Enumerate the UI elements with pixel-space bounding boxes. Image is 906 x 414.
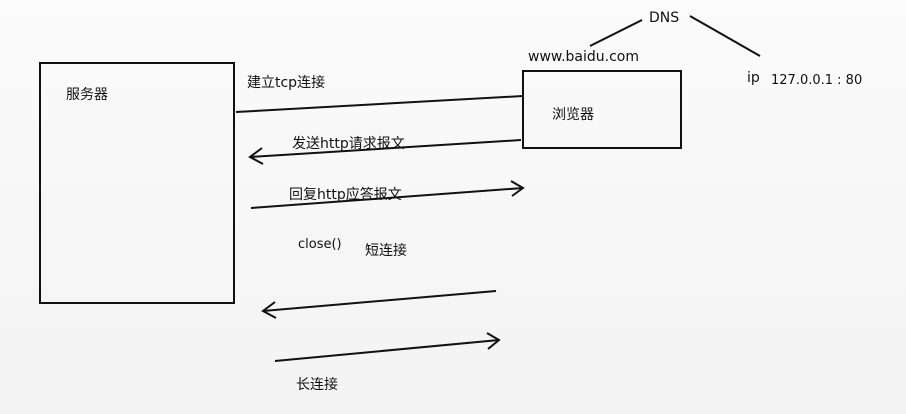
server-label: 服务器: [66, 87, 108, 103]
reply-response-label: 回复http应答报文: [289, 187, 402, 203]
browser-label: 浏览器: [552, 107, 594, 123]
response-arrow: [250, 180, 525, 209]
request-arrow: [248, 139, 522, 165]
short-connection-label: 短连接: [365, 243, 407, 259]
tcp-connect-line: [235, 95, 524, 113]
ip-label: ip: [747, 70, 760, 86]
domain-label: www.baidu.com: [528, 49, 639, 65]
long-connection-right-arrow: [274, 332, 501, 362]
tcp-connect-label: 建立tcp连接: [247, 75, 326, 91]
send-request-label: 发送http请求报文: [292, 136, 405, 152]
dns-line-left: [589, 19, 643, 47]
server-box: [39, 62, 235, 304]
long-connection-label: 长连接: [296, 377, 338, 393]
long-connection-left-arrow: [261, 290, 497, 319]
dns-line-right: [689, 15, 761, 57]
dns-label: DNS: [649, 10, 680, 26]
ip-value: 127.0.0.1 : 80: [771, 73, 863, 88]
browser-box: [522, 70, 682, 149]
close-call-label: close(): [298, 237, 342, 252]
